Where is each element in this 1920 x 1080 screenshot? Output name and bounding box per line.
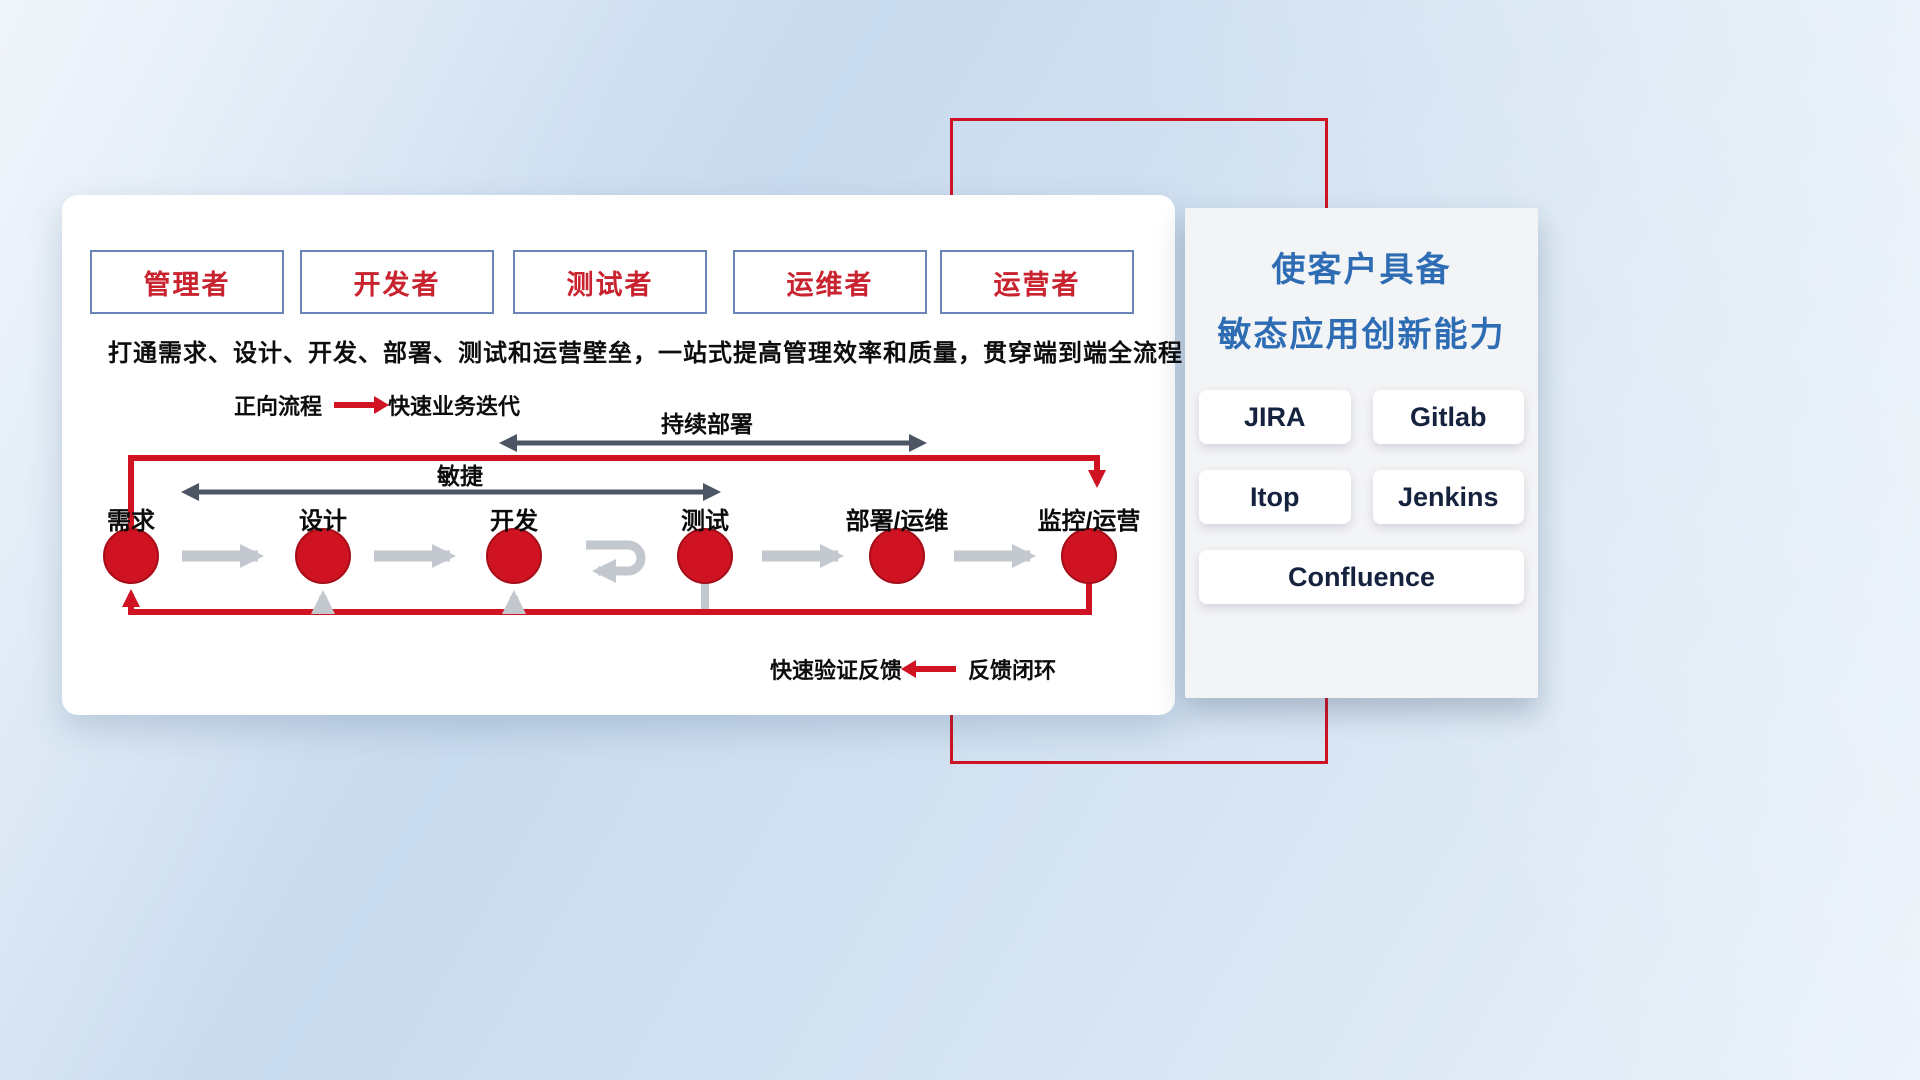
role-label: 运维者: [786, 269, 874, 300]
panel-title-line2: 敏态应用创新能力: [1217, 315, 1506, 354]
stage-label-design: 设计: [299, 508, 347, 535]
role-label: 运营者: [993, 269, 1081, 300]
feedback-legend-caption: 快速验证反馈: [770, 658, 903, 683]
stage-node-test: [677, 528, 733, 584]
legend-feedback: 快速验证反馈 反馈闭环: [770, 653, 1056, 685]
capability-panel: 使客户具备 敏态应用创新能力 JIRA Gitlab Itop Jenkins …: [1185, 208, 1538, 698]
stage-node-requirement: [103, 528, 159, 584]
forward-loop-line: [128, 455, 1106, 529]
role-label: 管理者: [143, 269, 231, 300]
role-box-developer: 开发者: [300, 250, 494, 314]
stage-label-requirement: 需求: [107, 508, 155, 535]
tool-chip-gitlab: Gitlab: [1372, 390, 1524, 444]
role-box-ops: 运维者: [733, 250, 927, 314]
feedback-legend-label: 反馈闭环: [968, 658, 1057, 683]
role-label: 测试者: [566, 269, 654, 300]
agile-label: 敏捷: [437, 463, 483, 489]
role-box-manager: 管理者: [90, 250, 284, 314]
stage-node-monitor-op: [1061, 528, 1117, 584]
forward-arrow-icon: [334, 396, 390, 414]
description-text: 打通需求、设计、开发、部署、测试和运营壁垒，一站式提高管理效率和质量，贯穿端到端…: [108, 340, 1183, 367]
tool-chip-jenkins: Jenkins: [1372, 470, 1524, 524]
flow-diagram-graphics: [103, 434, 1117, 615]
feedback-loop-line: [122, 581, 1092, 615]
stage-label-develop: 开发: [490, 508, 538, 535]
iteration-loop-icon: [586, 540, 646, 583]
tool-chip-confluence: Confluence: [1199, 550, 1524, 604]
tool-chip-itop: Itop: [1199, 470, 1351, 524]
forward-legend-caption: 快速业务迭代: [388, 394, 521, 419]
stage-label-test: 测试: [681, 508, 729, 535]
stage-node-design: [295, 528, 351, 584]
feedback-arrow-icon: [901, 660, 957, 678]
tools-grid: JIRA Gitlab Itop Jenkins Confluence: [1199, 390, 1524, 604]
role-box-operator: 运营者: [940, 250, 1134, 314]
forward-legend-label: 正向流程: [234, 394, 323, 419]
panel-title-line1: 使客户具备: [1271, 251, 1452, 289]
stage-label-monitor-op: 监控/运营: [1037, 508, 1141, 535]
legend-forward: 正向流程 快速业务迭代: [234, 389, 520, 421]
stage-label-deploy-ops: 部署/运维: [845, 508, 949, 535]
stage-node-develop: [486, 528, 542, 584]
continuous-deployment-label: 持续部署: [661, 411, 753, 437]
tool-chip-jira: JIRA: [1199, 390, 1351, 444]
devops-flow-card: 管理者 开发者 测试者 运维者 运营者 打通需求、设计、开发、部署、测试和运营壁…: [62, 195, 1183, 715]
stage-node-deploy-ops: [869, 528, 925, 584]
panel-title: 使客户具备 敏态应用创新能力: [1185, 238, 1538, 367]
role-box-tester: 测试者: [513, 250, 707, 314]
role-label: 开发者: [353, 269, 441, 300]
